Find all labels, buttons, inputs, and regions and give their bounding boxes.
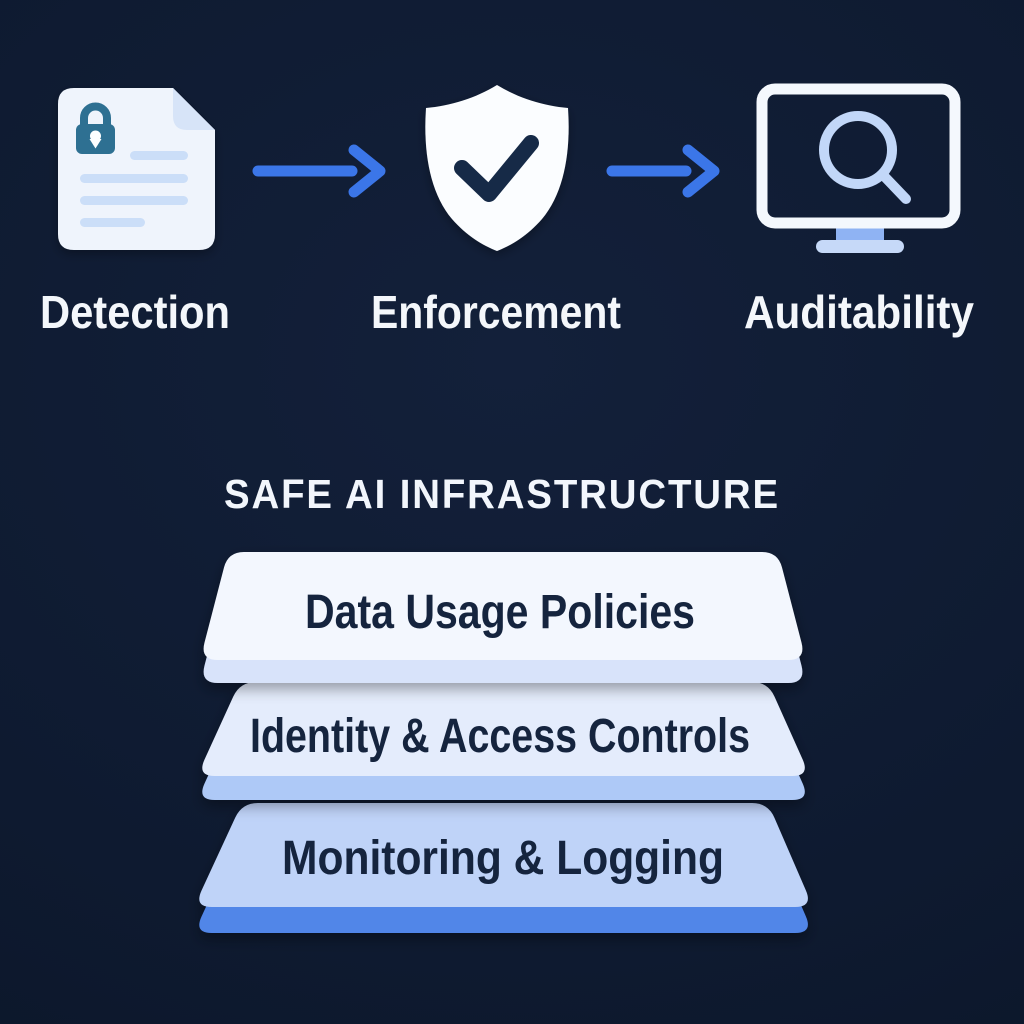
monitor-search-icon: [756, 83, 961, 253]
magnifier-icon: [819, 111, 911, 204]
monitor-base: [816, 240, 904, 253]
shield-check-icon: [425, 85, 569, 251]
lock-shackle: [80, 102, 111, 127]
layer-top: [202, 682, 805, 776]
check-mark: [454, 135, 539, 202]
lock-keyhole: [89, 130, 102, 149]
layer-label-identity-access: Identity & Access Controls: [250, 710, 750, 763]
stack-layer-identity-access: [202, 682, 805, 800]
document-fold: [173, 88, 215, 130]
layer-label-monitoring-logging: Monitoring & Logging: [282, 832, 724, 885]
document-text-lines: [80, 151, 188, 227]
document-lock-icon: [58, 88, 215, 250]
arrow-right-icon-2: [606, 144, 720, 198]
arrow-right-icon-1: [252, 144, 386, 198]
lock-icon: [76, 102, 115, 154]
flow-row: Detection Enforcement Auditability: [40, 83, 974, 338]
monitor-screen: [756, 83, 961, 229]
stack-title: SAFE AI INFRASTRUCTURE: [224, 471, 780, 517]
layer-top: [203, 552, 803, 660]
shield-body: [425, 85, 569, 251]
layer-label-data-usage: Data Usage Policies: [305, 586, 695, 639]
stack-layer-monitoring-logging: [199, 803, 808, 933]
flow-step-label-auditability: Auditability: [744, 286, 974, 338]
flow-step-label-detection: Detection: [40, 286, 230, 338]
flow-step-label-enforcement: Enforcement: [371, 286, 621, 338]
layer-top: [199, 803, 808, 907]
stack-layer-data-usage: [203, 552, 803, 683]
layer-stack: Data Usage Policies Identity & Access Co…: [199, 552, 808, 933]
